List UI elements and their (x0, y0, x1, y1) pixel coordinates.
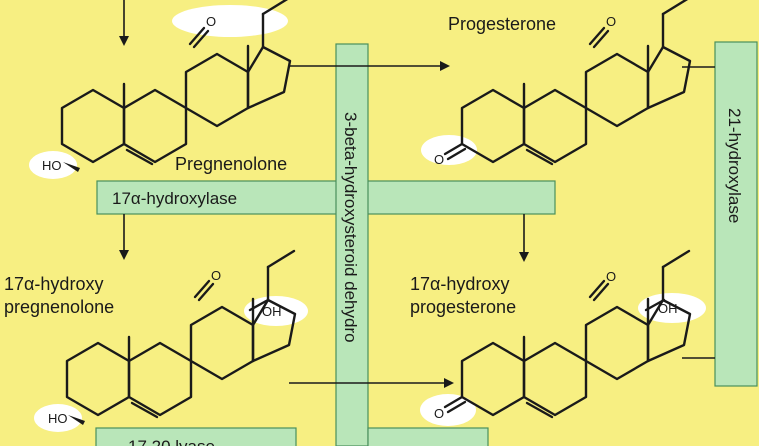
hydroxyl-highlight (34, 404, 82, 432)
oxygen-atom: O (606, 14, 616, 29)
oxygen-atom: O (606, 269, 616, 284)
ketone-highlight (421, 135, 477, 165)
pregnenolone-structure: O HO (42, 0, 292, 173)
oxygen-atom: O (434, 152, 444, 167)
pregnenolone-label: Pregnenolone (175, 154, 287, 174)
enzyme-bar-1720-lyase-right (367, 427, 489, 446)
enzyme-bar-1720-lyase (95, 427, 297, 446)
progesterone-label: Progesterone (448, 14, 556, 34)
enzyme-bar-21-hydroxylase (714, 41, 758, 387)
hydroxyl-highlight (29, 151, 77, 179)
hydroxyprogesterone-structure: O O OH (434, 249, 692, 421)
oxygen-atom: O (206, 14, 216, 29)
ketone-highlight (420, 394, 476, 426)
hydroxypregnenolone-label-line1: 17α-hydroxy (4, 274, 103, 294)
hydroxyl-group-label: OH (658, 301, 678, 316)
enzyme-label-17a-hydroxylase: 17α-hydroxylase (112, 189, 237, 208)
hydroxyl-group-label: HO (42, 158, 62, 173)
oxygen-atom: O (211, 268, 221, 283)
enzyme-label-3b-hsd: 3-beta-hydroxysteroid dehydro (341, 112, 360, 343)
progesterone-structure: O O (434, 0, 692, 167)
ketone-highlight (172, 5, 288, 37)
enzyme-bar-3b-hsd (335, 43, 369, 446)
hydroxyprogesterone-label-line2: progesterone (410, 297, 516, 317)
oxygen-atom: O (434, 406, 444, 421)
hydroxyprogesterone-label-line1: 17α-hydroxy (410, 274, 509, 294)
hydroxyl-group-label: HO (48, 411, 68, 426)
enzyme-label-21-hydroxylase: 21-hydroxylase (725, 108, 744, 223)
hydroxypregnenolone-structure: O OH HO (48, 249, 297, 426)
enzyme-bar-17a-hydroxylase (96, 180, 556, 215)
hydroxypregnenolone-label-line2: pregnenolone (4, 297, 114, 317)
enzyme-label-1720-lyase: 17,20 lyase (128, 437, 215, 446)
hydroxyl-group-label: OH (262, 304, 282, 319)
